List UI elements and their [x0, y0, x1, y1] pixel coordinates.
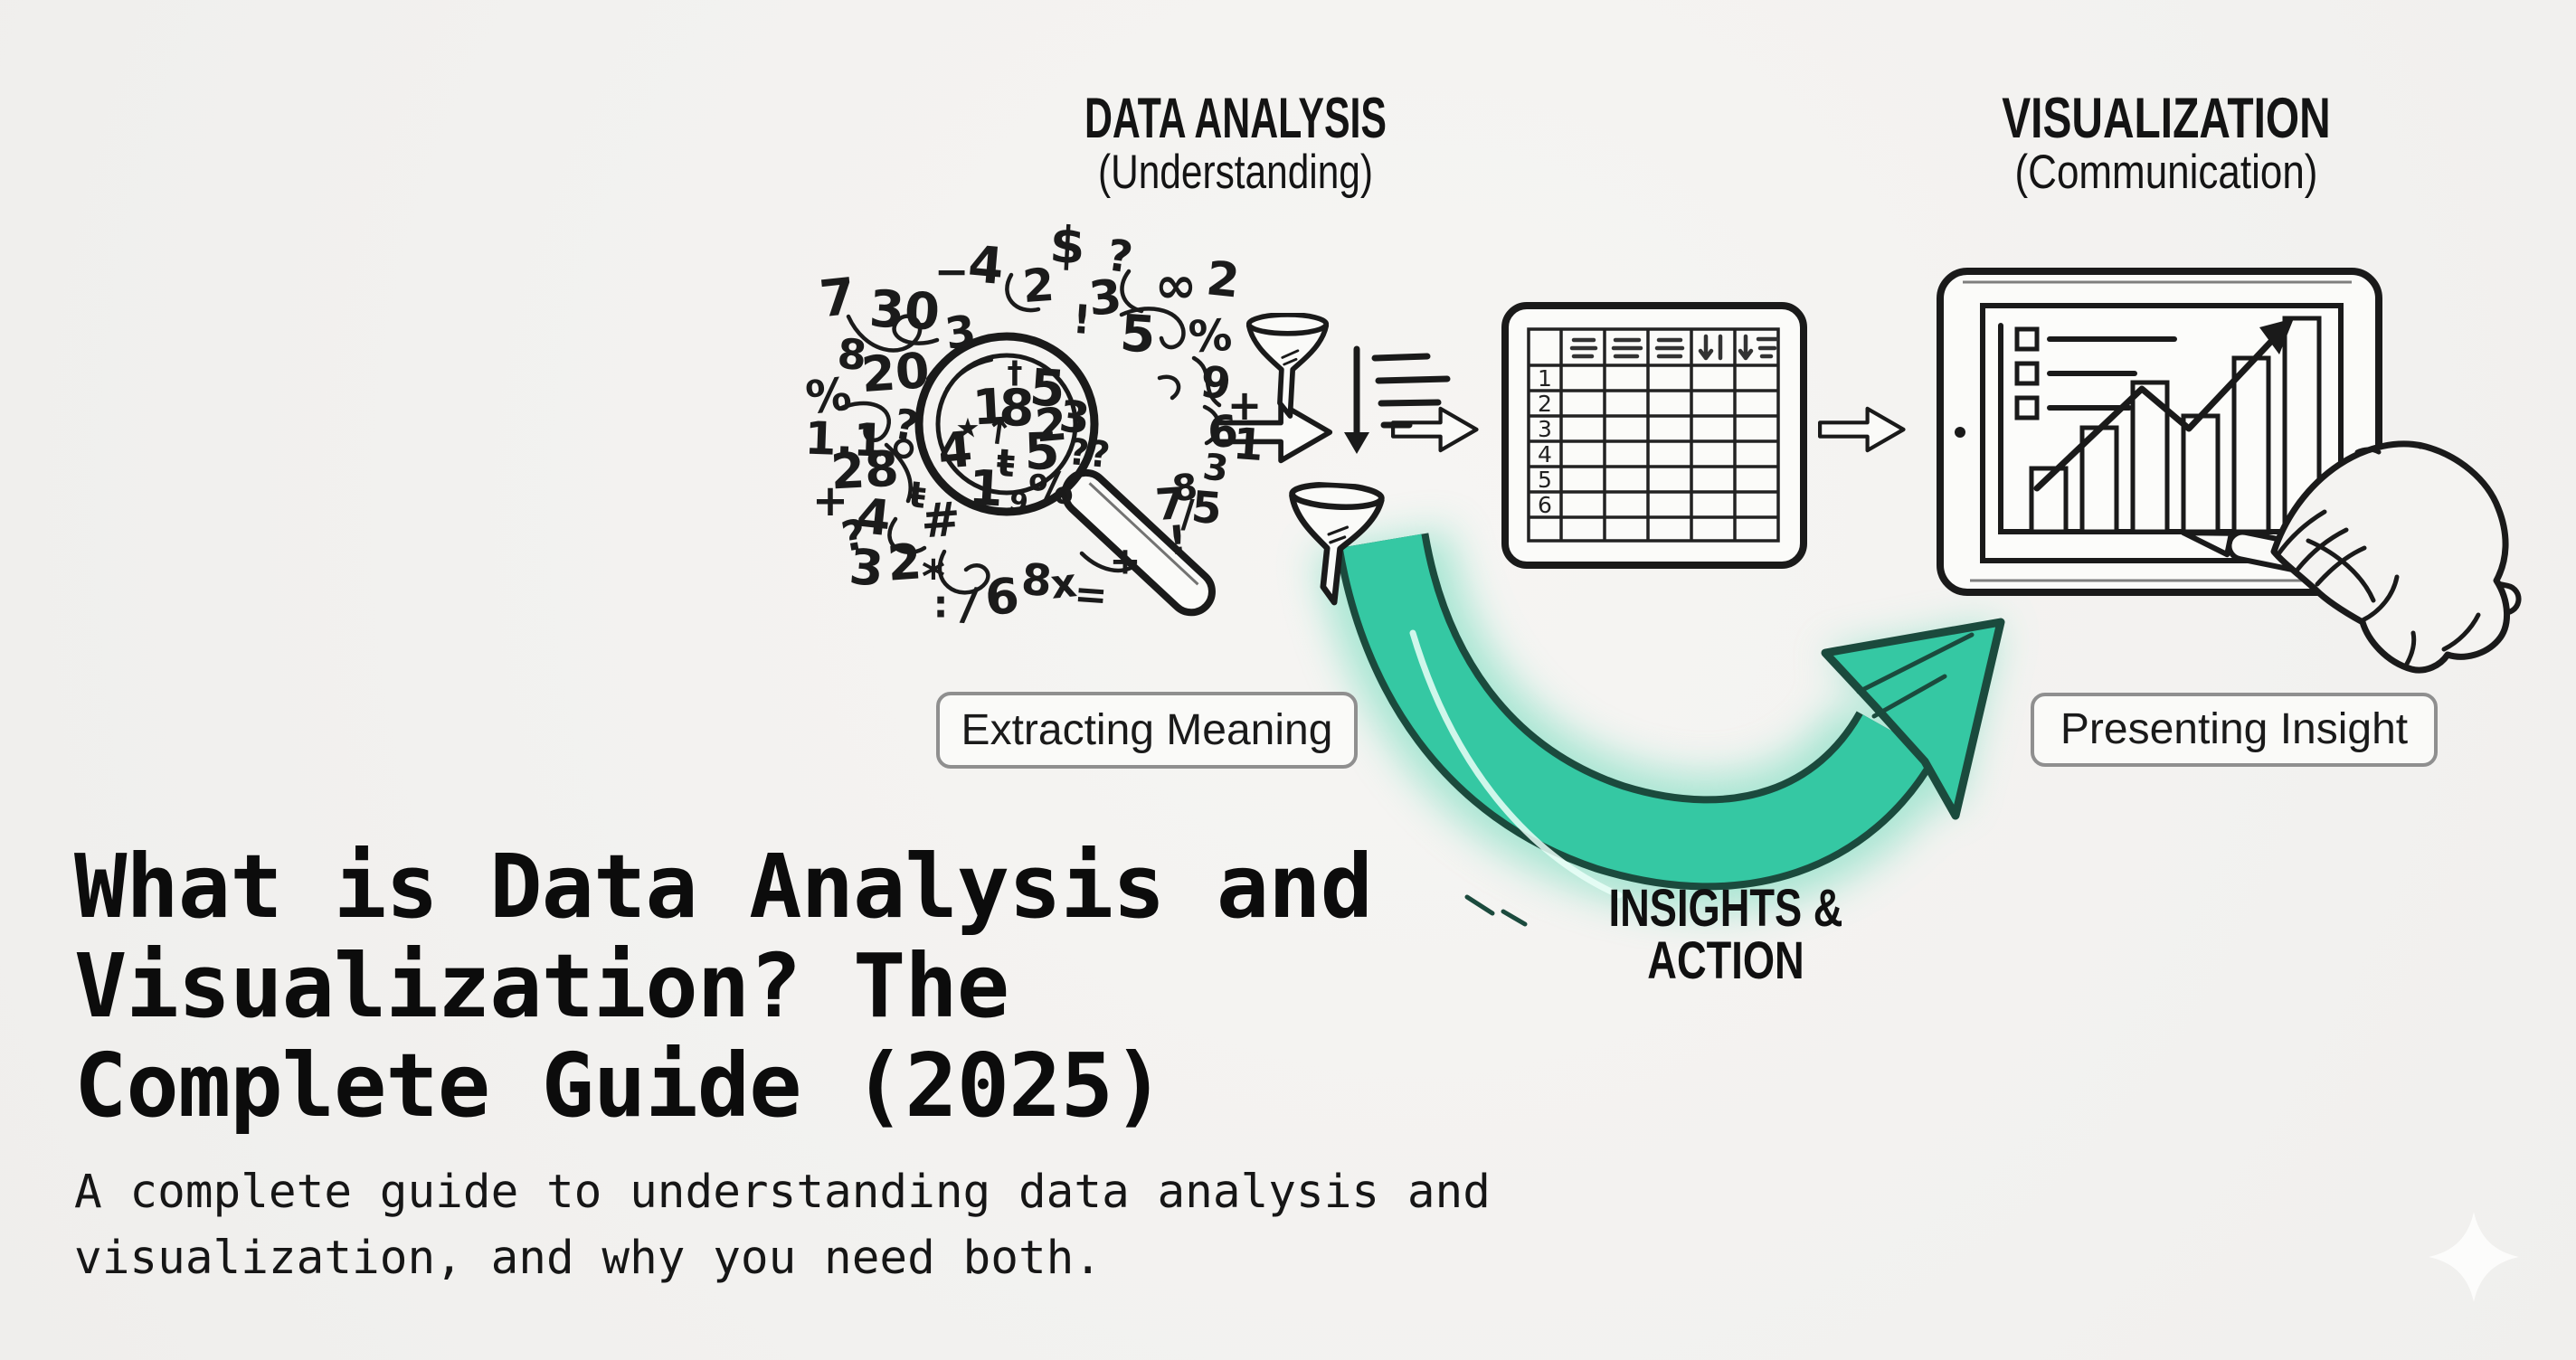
page-subtitle: A complete guide to understanding data a…	[74, 1159, 1491, 1291]
visualization-title: VISUALIZATION	[2002, 87, 2331, 150]
hand-with-pen	[2181, 440, 2522, 674]
insights-action-caption: INSIGHTS & ACTION	[1491, 883, 1961, 987]
chart-bars	[2029, 316, 2322, 534]
insights-arrowhead	[1821, 618, 2005, 820]
title-line-2: Visualization? The	[74, 935, 1009, 1037]
visualization-subtitle: (Communication)	[2014, 146, 2318, 199]
trend-line	[2033, 329, 2283, 492]
data-analysis-subtitle: (Understanding)	[1097, 146, 1374, 199]
right-arrow-icon-1	[1217, 404, 1330, 461]
title-line-1: What is Data Analysis and	[74, 836, 1373, 938]
right-arrow-icon-3	[1820, 409, 1903, 450]
sort-lines-icon	[1344, 345, 1451, 454]
header-data-analysis: DATA ANALYSIS (Understanding)	[955, 90, 1516, 199]
insights-action-label: INSIGHTS & ACTION	[1608, 879, 1843, 990]
chart-bar	[2181, 413, 2221, 534]
insights-arrow	[1315, 528, 2005, 927]
hand-creases	[2275, 440, 2481, 668]
funnel-icon-top	[1249, 315, 1327, 416]
magnifier-icon	[914, 332, 1216, 617]
trend-arrowhead	[2259, 318, 2294, 354]
filter-sort-group	[1249, 315, 1451, 605]
presenting-insight-badge: Presenting Insight	[2031, 693, 2438, 767]
chart-legend	[2014, 326, 2177, 420]
sparkle-icon	[2429, 1212, 2519, 1302]
spreadsheet-icon	[1501, 302, 1807, 569]
header-visualization: VISUALIZATION (Communication)	[1886, 90, 2447, 199]
page-title: What is Data Analysis and Visualization?…	[74, 836, 1373, 1137]
title-line-3: Complete Guide (2025)	[74, 1034, 1165, 1137]
presenting-insight-label: Presenting Insight	[2060, 705, 2409, 753]
tablet-chart-icon	[1937, 268, 2382, 596]
extracting-meaning-label: Extracting Meaning	[961, 705, 1333, 754]
table-header-icons	[1569, 334, 1779, 361]
chart-bar	[2231, 355, 2271, 534]
tablet-camera-dot	[1955, 427, 1965, 438]
subtitle-line-2: visualization, and why you need both.	[74, 1232, 1103, 1285]
data-analysis-title: DATA ANALYSIS	[1084, 87, 1387, 150]
right-arrow-icon-2	[1393, 409, 1476, 450]
subtitle-line-1: A complete guide to understanding data a…	[74, 1166, 1491, 1219]
extracting-meaning-badge: Extracting Meaning	[936, 692, 1358, 769]
